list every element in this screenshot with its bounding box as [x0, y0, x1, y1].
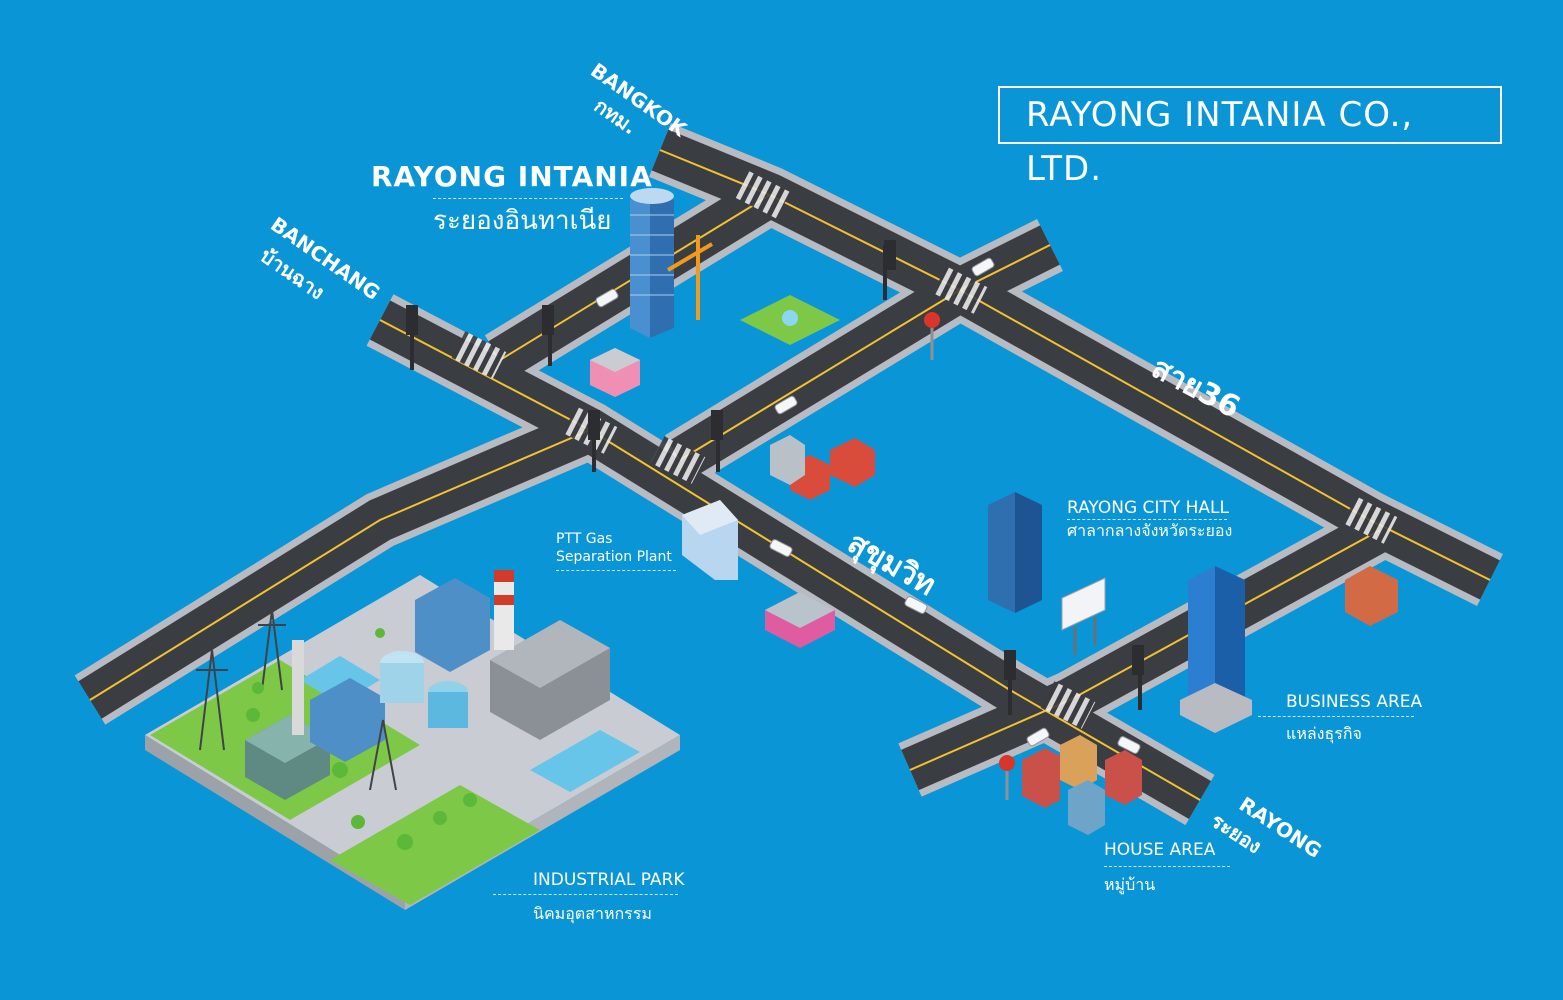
ptt-label: PTT Gas Separation Plant [556, 530, 672, 566]
industrial-th: นิคมอุตสาหกรรม [533, 904, 652, 923]
business-tower [1180, 566, 1252, 733]
shop-icon [590, 348, 640, 397]
power-tower-icon [196, 609, 397, 791]
ptt-label-line1: PTT Gas [556, 531, 613, 547]
factory-icon [245, 578, 610, 800]
main-location-en: RAYONG INTANIA [371, 160, 653, 193]
company-title: RAYONG INTANIA CO., LTD. [1026, 95, 1414, 189]
house-icon [770, 435, 875, 500]
main-location-divider [433, 198, 623, 199]
industrial-park [145, 570, 680, 910]
business-en: BUSINESS AREA [1286, 692, 1423, 712]
industrial-en: INDUSTRIAL PARK [533, 870, 685, 890]
house-en: HOUSE AREA [1104, 840, 1216, 860]
house-th: หมู่บ้าน [1104, 875, 1156, 894]
main-location-th: ระยองอินทาเนีย [433, 206, 612, 236]
company-title-box: RAYONG INTANIA CO., LTD. [998, 86, 1502, 189]
house-area [1022, 735, 1142, 835]
industrial-divider [493, 894, 678, 895]
billboard-icon [1061, 577, 1106, 655]
city-hall-th: ศาลากลางจังหวัดระยอง [1067, 521, 1233, 540]
business-th: แหล่งธุรกิจ [1286, 724, 1362, 743]
traffic-light-icon [406, 240, 1144, 715]
stop-sign-icon [924, 312, 1015, 800]
business-divider [1258, 716, 1414, 717]
ptt-label-line2: Separation Plant [556, 549, 672, 565]
city-hall-divider [1067, 519, 1227, 520]
house-divider [1104, 866, 1230, 867]
ptt-divider [556, 570, 676, 571]
bank-icon [1345, 566, 1398, 626]
car-icon [595, 257, 1141, 754]
city-hall-building [988, 492, 1042, 613]
city-hall-en: RAYONG CITY HALL [1067, 498, 1229, 518]
ptt-building [682, 500, 738, 580]
roads [74, 123, 1503, 826]
crane-icon [666, 235, 714, 320]
park-fountain [740, 295, 840, 345]
store-icon [765, 592, 835, 648]
skyscraper-icon [630, 188, 674, 338]
